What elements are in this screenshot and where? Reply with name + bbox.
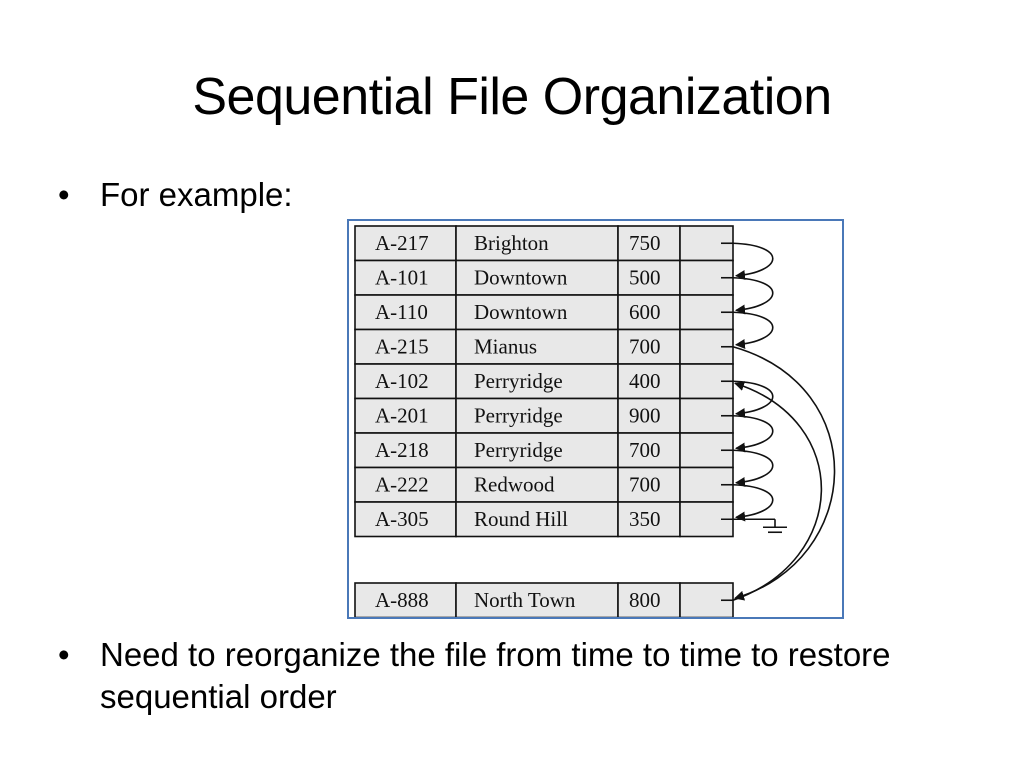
balance-text: 600 [629,300,661,324]
pointer-to-overflow [732,345,836,601]
bullet-item: • For example: [58,174,358,216]
next-record-pointer [732,311,774,349]
account-number-text: A-215 [375,335,429,359]
balance-cell [617,466,681,503]
balance-cell [617,363,681,400]
pointer-links [721,242,836,602]
branch-cell [455,328,619,365]
branch-name-text: North Town [474,588,576,612]
bullet-dot: • [58,176,70,213]
balance-text: 800 [629,588,661,612]
account-number-text: A-201 [375,404,429,428]
branch-name-text: Mianus [474,335,537,359]
record-row: A-101 Downtown 500 [354,259,734,296]
account-number-text: A-222 [375,473,429,497]
balance-text: 500 [629,266,661,290]
pointer-cell [679,328,734,365]
next-record-pointer [732,449,774,487]
account-cell [354,363,457,400]
account-number-text: A-101 [375,266,429,290]
next-record-pointer [732,483,774,522]
record-row: A-222 Redwood 700 [354,466,734,503]
branch-cell [455,582,619,617]
next-record-pointer [732,276,774,315]
balance-cell [617,432,681,469]
record-row: A-218 Perryridge 700 [354,432,734,469]
branch-name-text: Perryridge [474,404,563,428]
account-cell [354,397,457,434]
balance-text: 700 [629,473,661,497]
overflow-return-pointer [732,381,823,602]
bullet-text: Need to reorganize the file from time to… [100,636,891,715]
branch-name-text: Perryridge [474,369,563,393]
branch-cell [455,259,619,296]
account-number-text: A-102 [375,369,429,393]
record-row: A-201 Perryridge 900 [354,397,734,434]
record-row: A-215 Mianus 700 [354,328,734,365]
account-cell [354,582,457,617]
balance-text: 750 [629,231,661,255]
slide-title: Sequential File Organization [192,68,832,126]
record-row: A-305 Round Hill 350 [354,501,734,538]
branch-name-text: Round Hill [474,507,568,531]
branch-cell [455,501,619,538]
branch-name-text: Brighton [474,231,549,255]
bullet-dot: • [58,636,70,673]
account-number-text: A-218 [375,438,429,462]
branch-name-text: Perryridge [474,438,563,462]
balance-text: 400 [629,369,661,393]
next-record-pointer [732,414,774,453]
bullet-item: • Need to reorganize the file from time … [58,634,998,718]
overflow-record-row: A-888 North Town 800 [354,582,734,617]
record-row: A-102 Perryridge 400 [354,363,734,400]
next-record-pointer [732,242,774,280]
null-pointer-ground-icon [721,518,787,534]
account-number-text: A-217 [375,231,429,255]
branch-cell [455,363,619,400]
record-row: A-217 Brighton 750 [354,225,734,262]
balance-cell [617,582,681,617]
branch-cell [455,294,619,331]
branch-name-text: Downtown [474,266,568,290]
account-number-text: A-110 [375,300,428,324]
branch-cell [455,225,619,262]
branch-cell [455,397,619,434]
branch-name-text: Redwood [474,473,555,497]
balance-text: 700 [629,335,661,359]
branch-name-text: Downtown [474,300,568,324]
next-record-pointer [732,380,774,418]
balance-text: 900 [629,404,661,428]
bullet-text: For example: [100,176,293,213]
record-row: A-110 Downtown 600 [354,294,734,331]
account-number-text: A-888 [375,588,429,612]
balance-cell [617,397,681,434]
account-cell [354,225,457,262]
balance-cell [617,501,681,538]
account-number-text: A-305 [375,507,429,531]
balance-text: 700 [629,438,661,462]
account-cell [354,466,457,503]
balance-text: 350 [629,507,661,531]
